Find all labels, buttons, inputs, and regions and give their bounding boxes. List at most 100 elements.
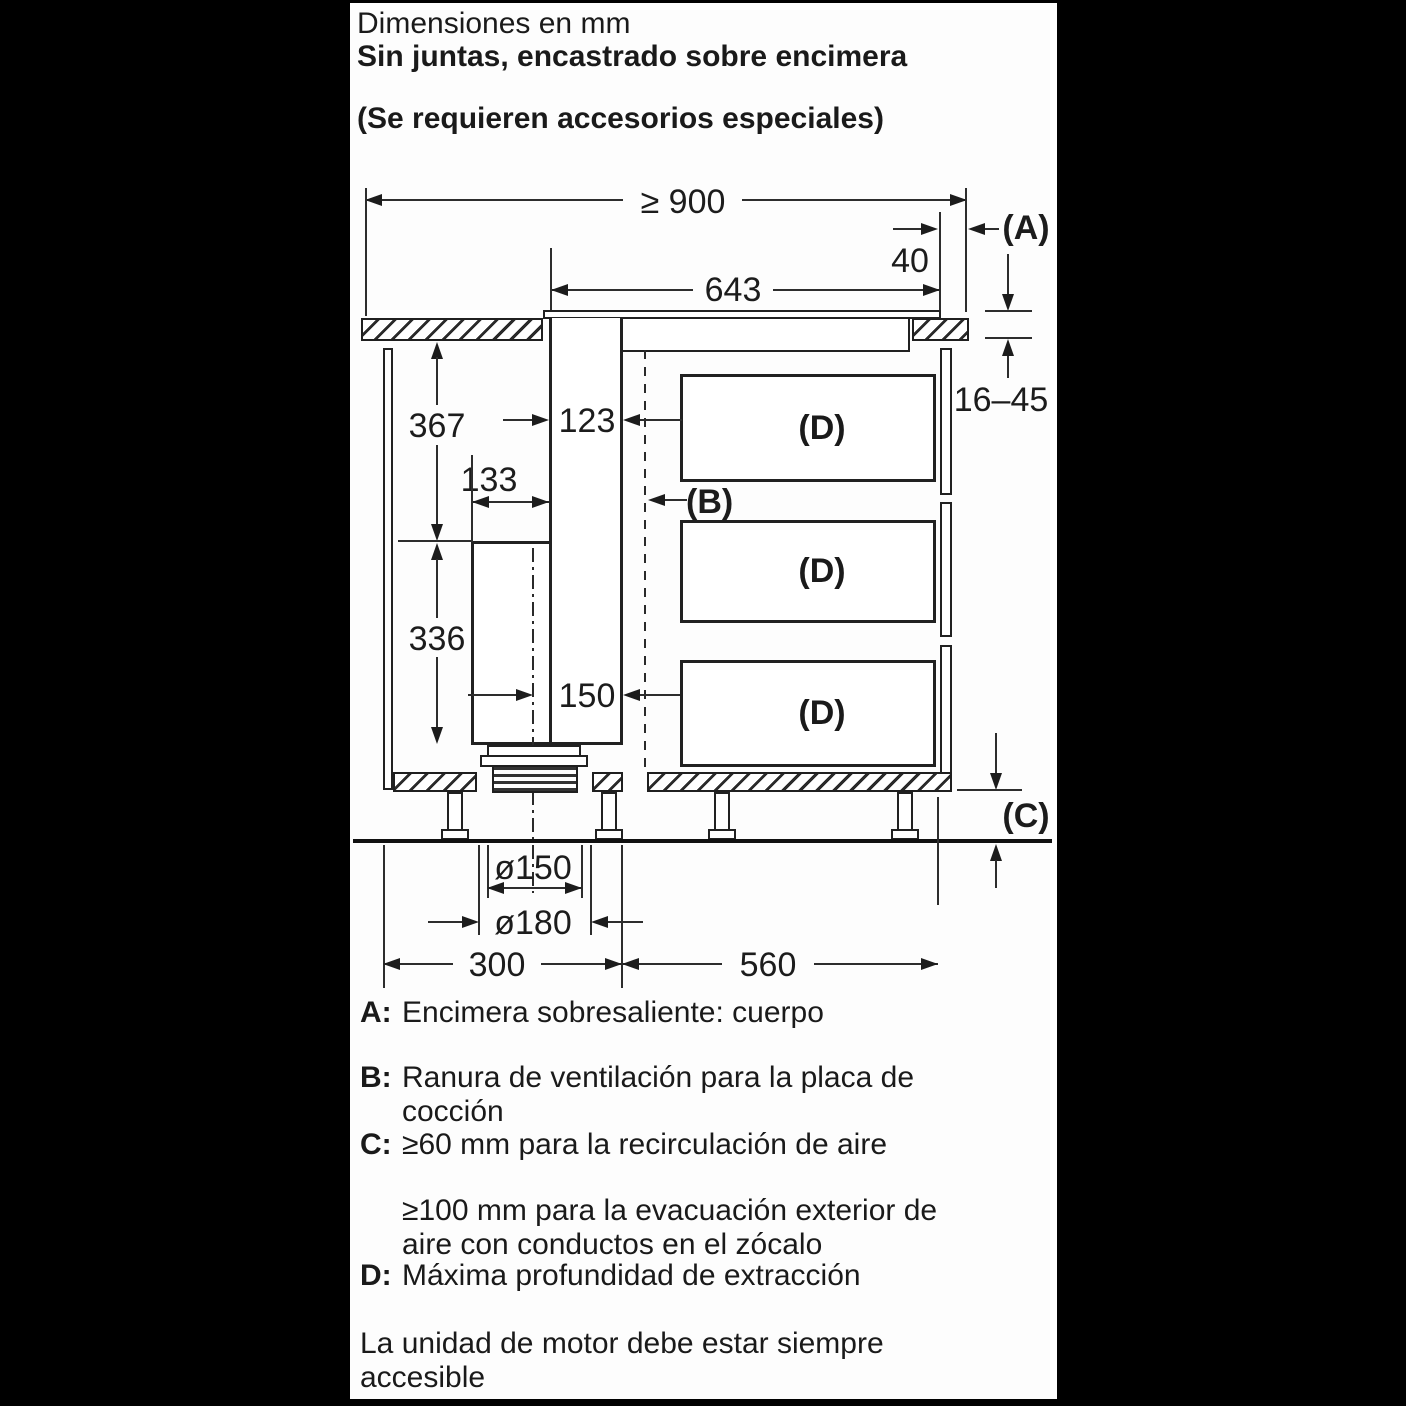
legend-item-c: C: ≥60 mm para la recirculación de aire (360, 1128, 887, 1162)
exhaust-duct (549, 318, 623, 745)
arrow-left-icon (622, 958, 639, 970)
leg-stem (897, 792, 913, 831)
dim-pipe-inner-label: ø150 (494, 849, 572, 887)
dim-hob-line-left (551, 289, 693, 291)
ref-c-label: (C) (1002, 797, 1050, 835)
ext-line (487, 845, 489, 898)
dim-133-line (472, 501, 549, 503)
arrow-right-icon (921, 958, 938, 970)
title-units: Dimensiones en mm (357, 7, 631, 40)
dim-worktop-tick-top (985, 310, 1032, 312)
dim-c-shaft-top (995, 733, 997, 776)
duct-centerline (532, 548, 534, 893)
arrow-right-icon (605, 958, 622, 970)
plinth-panel-right (647, 772, 952, 792)
arrow-right-icon (462, 916, 479, 928)
plinth-panel-middle (592, 772, 623, 792)
dim-overall-label: ≥ 900 (640, 183, 726, 221)
legend-key-d: D: (360, 1259, 392, 1292)
dim-worktop-tick-bottom (985, 337, 1032, 339)
arrow-right-icon (565, 882, 582, 894)
dim-367-shaft-top (436, 357, 438, 405)
dim-worktop-shaft-top (1007, 254, 1009, 296)
arrow-left-icon (365, 194, 382, 206)
dim-upper-height-label: 367 (408, 407, 466, 445)
plinth-panel-left (393, 772, 477, 792)
dim-pipe-outer-label: ø180 (494, 904, 572, 942)
dim-pipe-outer-shaft-right (608, 921, 643, 923)
legend-text-d: Máxima profundidad de extracción (402, 1259, 861, 1292)
cabinet-right-panel-top (940, 348, 952, 495)
dim-ref-a-shaft (985, 228, 999, 230)
legend-item-a: A: Encimera sobresaliente: cuerpo (360, 996, 824, 1030)
arrow-right-icon (950, 194, 967, 206)
arrow-left-icon (623, 414, 640, 426)
arrow-right-icon (921, 223, 938, 235)
arrow-down-icon (431, 727, 443, 744)
leg-stem (601, 792, 617, 831)
arrow-left-icon (472, 496, 489, 508)
legend-item-b: B: Ranura de ventilación para la placa d… (360, 1061, 914, 1129)
ref-b-label: (B) (686, 483, 734, 521)
drawer-label: (D) (798, 408, 846, 447)
ext-line-left (365, 188, 367, 316)
arrow-left-icon (383, 958, 400, 970)
dim-overhang-label: 40 (891, 242, 929, 280)
dim-duct-offset-label: 150 (558, 677, 616, 715)
ext-line-cabinet-side (939, 212, 941, 311)
arrow-down-icon (990, 773, 1002, 790)
dim-motor-width-label: 133 (460, 461, 518, 499)
title-mounting: Sin juntas, encastrado sobre encimera (357, 40, 908, 73)
legend-key-a: A: (360, 996, 392, 1029)
arrow-left-icon (487, 882, 504, 894)
arrow-up-icon (431, 342, 443, 359)
dim-336-shaft-bottom (436, 657, 438, 728)
arrow-right-icon (532, 414, 549, 426)
dim-pipe-outer-shaft-left (428, 921, 463, 923)
dim-150-shaft-right (640, 694, 680, 696)
legend-text-c: ≥60 mm para la recirculación de aire (402, 1128, 888, 1161)
ext-line (937, 797, 939, 905)
ext-line (478, 845, 480, 935)
dim-left-width-label: 300 (468, 946, 526, 984)
dim-367-shaft-bottom (436, 445, 438, 526)
dim-123-shaft-left (503, 419, 533, 421)
worktop-right (912, 318, 969, 341)
dim-560-line-right (814, 963, 938, 965)
arrow-down-icon (431, 524, 443, 541)
arrow-right-icon (516, 689, 533, 701)
cabinet-right-panel-bottom (940, 645, 952, 792)
legend-text-b: Ranura de ventilación para la placa de c… (402, 1061, 915, 1128)
legend-note: La unidad de motor debe estar siempre ac… (360, 1327, 884, 1395)
legend-item-c2: ≥100 mm para la evacuación exterior de a… (402, 1194, 937, 1262)
ref-a-label: (A) (1002, 209, 1050, 247)
legend-text-a: Encimera sobresaliente: cuerpo (402, 996, 824, 1029)
dim-123-shaft-right (640, 419, 682, 421)
legend-note-text: La unidad de motor debe estar siempre ac… (360, 1327, 884, 1394)
drawer-bottom: (D) (680, 660, 936, 767)
ext-line (581, 845, 583, 898)
legend-text-c2: ≥100 mm para la evacuación exterior de a… (402, 1194, 938, 1261)
dim-duct-width-label: 123 (558, 402, 616, 440)
arrow-left-icon (968, 223, 985, 235)
dim-300-line-right (541, 963, 622, 965)
drawer-top: (D) (680, 374, 936, 482)
dim-560-line-left (622, 963, 722, 965)
arrow-left-icon (648, 494, 665, 506)
arrow-right-icon (923, 284, 940, 296)
leg-stem (714, 792, 730, 831)
ext-line (621, 845, 623, 988)
motor-unit (471, 541, 552, 745)
legend-key-b: B: (360, 1061, 392, 1094)
drawer-label: (D) (798, 694, 846, 732)
cabinet-left-panel (383, 348, 393, 790)
floor-line (353, 839, 1052, 843)
dim-lower-height-label: 336 (408, 620, 466, 658)
ext-line (383, 845, 385, 988)
dim-c-shaft-bottom (995, 860, 997, 888)
legend-item-d: D: Máxima profundidad de extracción (360, 1259, 861, 1293)
drawer-middle: (D) (680, 520, 936, 623)
dim-overall-line-right (742, 199, 967, 201)
dim-overall-line-left (365, 199, 623, 201)
ext-line (590, 845, 592, 935)
